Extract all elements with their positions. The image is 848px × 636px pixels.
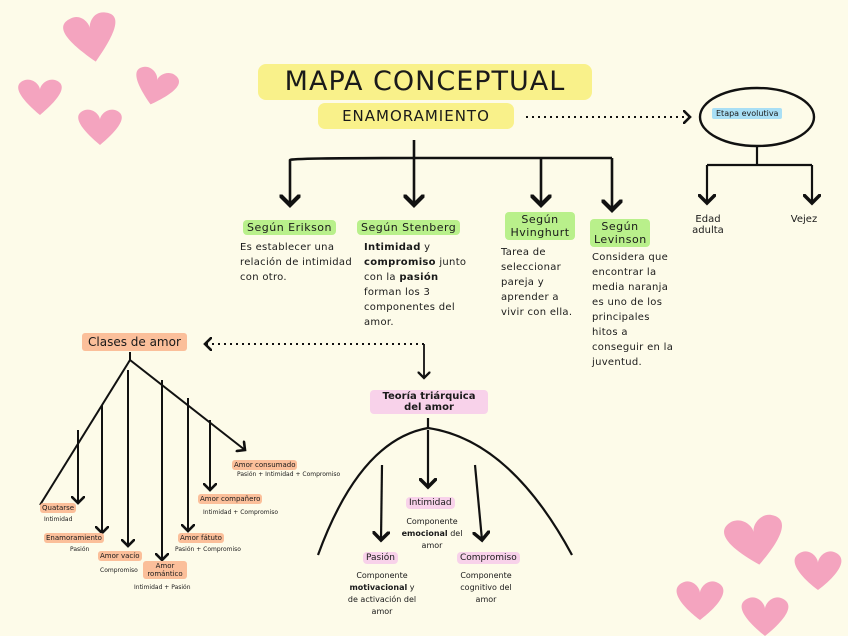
compromiso-desc: Componente cognitivo del amor — [460, 571, 512, 604]
author-stenberg-text: Intimidad y compromiso junto con la pasi… — [364, 240, 472, 330]
author-hvinghurt-label: Según Hvinghurt — [505, 212, 575, 240]
etapa-child-vejez: Vejez — [790, 214, 818, 225]
clase-item-desc: Intimidad + Compromiso — [203, 509, 279, 516]
clase-item-desc: Intimidad — [44, 516, 73, 523]
heart-icon — [676, 581, 724, 620]
author-erikson-text: Es establecer una relación de intimidad … — [240, 242, 352, 283]
heart-icon — [136, 66, 180, 105]
pasion-desc-post: y de activación del amor — [347, 583, 417, 616]
clases-label: Clases de amor — [82, 333, 187, 351]
stenberg-text-1: y — [420, 242, 431, 253]
heart-decorations — [18, 12, 842, 636]
clase-item-desc: Compromiso — [100, 567, 138, 574]
author-levinson-label: Según Levinson — [590, 219, 650, 247]
author-stenberg-label: Según Stenberg — [357, 220, 461, 235]
author-hvinghurt-text: Tarea de seleccionar pareja y aprender a… — [501, 247, 573, 318]
stenberg-text-2: junto con la — [364, 257, 467, 283]
clase-item-label: Amor fátuto — [178, 533, 224, 543]
stenberg-bold-pasion: pasión — [399, 272, 439, 283]
clase-item-label: Amor vacío — [98, 551, 142, 561]
stenberg-bold-intimidad: Intimidad — [364, 242, 421, 253]
clase-item-label: Amor consumado — [232, 460, 298, 470]
intimidad-desc-pre: Componente — [406, 517, 458, 526]
heart-icon — [63, 12, 116, 62]
teoria-compromiso-label: Compromiso — [457, 552, 520, 564]
teoria-intimidad-desc: Componente emocional del amor — [399, 516, 465, 552]
heart-icon — [741, 597, 789, 636]
teoria-pasion-desc: Componente motivacional y de activación … — [344, 570, 420, 618]
page-title: MAPA CONCEPTUAL — [258, 64, 592, 100]
clase-item-label: Quatarse — [40, 503, 77, 513]
page-subtitle: ENAMORAMIENTO — [318, 103, 514, 129]
heart-icon — [794, 551, 842, 590]
pasion-desc-bold: motivacional — [349, 583, 408, 592]
stenberg-bold-compromiso: compromiso — [364, 257, 436, 268]
teoria-intimidad-label: Intimidad — [406, 497, 455, 509]
clase-item-desc: Pasión + Intimidad + Compromiso — [237, 471, 341, 478]
clase-item-label: Amor romántico — [143, 561, 187, 579]
teoria-compromiso-desc: Componente cognitivo del amor — [450, 570, 522, 606]
stenberg-text-3: forman los 3 componentes del amor. — [364, 287, 455, 328]
clase-item-desc: Pasión + Compromiso — [175, 546, 241, 553]
heart-icon — [18, 79, 62, 115]
intimidad-desc-post: del amor — [421, 529, 463, 550]
author-levinson-text: Considera que encontrar la media naranja… — [592, 252, 674, 368]
clase-item-label: Enamoramiento — [44, 533, 104, 543]
heart-icon — [724, 514, 782, 565]
clase-item-label: Amor compañero — [198, 494, 263, 504]
etapa-child-edad: Edad adulta — [692, 214, 724, 236]
teoria-pasion-label: Pasión — [363, 552, 398, 564]
pasion-desc-pre: Componente — [356, 571, 408, 580]
clase-item-desc: Pasión — [70, 546, 90, 553]
clase-item-desc: Intimidad + Pasión — [134, 584, 191, 591]
author-erikson-label: Según Erikson — [243, 220, 337, 235]
heart-icon — [78, 109, 122, 145]
teoria-label: Teoría triárquica del amor — [370, 390, 488, 414]
etapa-label: Etapa evolutiva — [712, 108, 783, 119]
intimidad-desc-bold: emocional — [401, 529, 448, 538]
